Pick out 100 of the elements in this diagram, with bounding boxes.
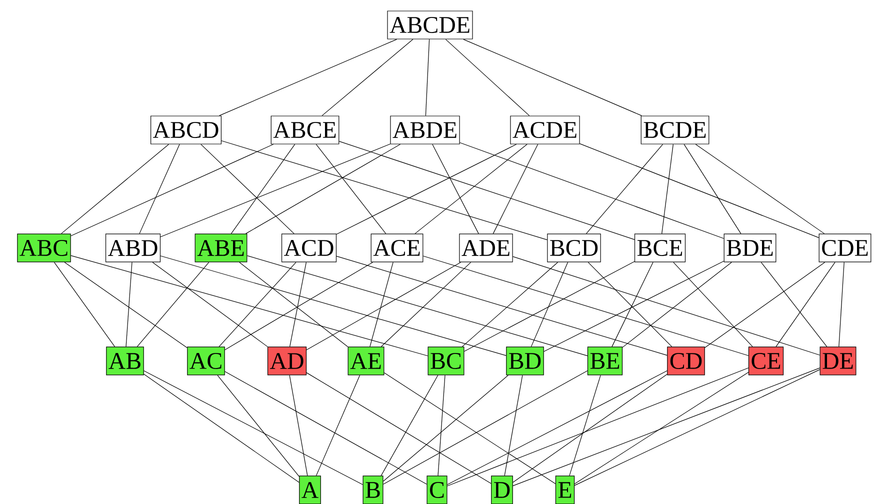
itemset-box: ABD <box>105 234 161 262</box>
connector-line <box>776 262 836 347</box>
connector-line <box>384 372 556 484</box>
connector-line <box>144 370 364 485</box>
itemset-box: ACDE <box>510 116 580 144</box>
connector-line <box>380 262 472 347</box>
connector-line <box>574 369 820 486</box>
connector-line <box>316 374 360 476</box>
itemset-box: BCE <box>634 234 686 262</box>
connector-line <box>217 374 300 477</box>
connector-line <box>200 144 294 234</box>
itemset-box: CD <box>667 346 705 376</box>
itemset-box: A <box>299 476 321 504</box>
connector-line <box>224 371 428 485</box>
itemset-box: AB <box>106 346 144 376</box>
connector-line <box>224 262 374 350</box>
itemset-box: BDE <box>724 234 776 262</box>
connector-line <box>622 262 732 348</box>
connector-line <box>289 374 308 476</box>
connector-line <box>574 372 749 484</box>
itemset-box: ABCE <box>270 116 340 144</box>
itemset-box: ABCDE <box>387 10 473 40</box>
itemset-box: B <box>362 476 384 504</box>
connector-line <box>64 262 188 348</box>
itemset-box: CE <box>748 346 784 376</box>
itemset-box: BCD <box>547 234 601 262</box>
connector-line <box>422 256 749 356</box>
connector-line <box>160 144 390 238</box>
connector-line <box>382 374 508 482</box>
connector-line <box>338 141 635 240</box>
connector-line <box>586 144 664 234</box>
itemset-box: ACE <box>370 234 424 262</box>
connector-line <box>504 374 523 476</box>
itemset-box: ACD <box>281 234 337 262</box>
itemset-box: ABE <box>194 234 248 262</box>
connector-line <box>464 261 635 352</box>
connector-line <box>239 262 348 348</box>
connector-line <box>380 374 438 476</box>
connector-line <box>245 144 401 234</box>
itemset-box: CDE <box>818 234 872 262</box>
connector-line <box>144 374 300 483</box>
connector-line <box>492 144 538 234</box>
connector-line <box>322 39 414 116</box>
connector-line <box>70 255 428 356</box>
connector-line <box>446 368 749 486</box>
connector-line <box>136 262 210 347</box>
connector-line <box>218 39 398 116</box>
connector-line <box>306 262 462 350</box>
itemset-box: AC <box>187 346 225 376</box>
connector-line <box>70 144 274 236</box>
connector-line <box>60 144 170 234</box>
connector-line <box>530 262 568 347</box>
itemset-box: BCDE <box>640 116 710 144</box>
connector-line <box>588 262 672 347</box>
connector-line <box>290 262 307 347</box>
connector-line <box>760 262 828 347</box>
connector-line <box>704 262 826 348</box>
connector-line <box>544 260 724 352</box>
itemset-box: AE <box>348 346 384 376</box>
connector-line <box>512 368 820 486</box>
connector-line <box>230 144 296 234</box>
connector-line <box>221 140 548 240</box>
connector-line <box>673 262 753 347</box>
connector-line <box>139 144 180 234</box>
itemset-box: C <box>426 476 448 504</box>
connector-line <box>246 255 588 356</box>
connector-line <box>54 262 116 347</box>
connector-line <box>382 370 588 485</box>
connector-line <box>512 374 668 483</box>
connector-line <box>152 262 268 347</box>
connector-line <box>336 256 668 356</box>
connector-line <box>336 144 517 235</box>
itemset-box: BC <box>428 346 464 376</box>
connector-line <box>414 144 528 234</box>
connector-line <box>306 372 492 484</box>
connector-line <box>446 370 668 485</box>
connector-line <box>580 143 820 238</box>
connector-line <box>462 262 558 347</box>
connector-line <box>425 39 430 116</box>
connector-line <box>370 262 394 347</box>
itemset-box: ABC <box>17 234 71 262</box>
connector-line <box>612 262 654 347</box>
itemset-box: ABCD <box>150 116 222 144</box>
itemset-box: AD <box>267 346 307 376</box>
itemset-box: E <box>555 476 575 504</box>
connector-line <box>463 39 642 116</box>
itemset-box: ADE <box>459 234 513 262</box>
connector-line <box>218 262 296 347</box>
connector-line <box>126 262 132 347</box>
connector-line <box>460 142 724 239</box>
connector-line <box>662 144 674 234</box>
connector-line <box>432 144 479 234</box>
connector-line <box>160 256 506 356</box>
itemset-box: BD <box>506 346 544 376</box>
itemset-box: BE <box>587 346 623 376</box>
connector-line <box>695 144 825 234</box>
connector-line <box>569 374 601 476</box>
itemset-box: ABDE <box>390 116 460 144</box>
itemset-box: D <box>491 476 513 504</box>
connector-line <box>438 374 446 476</box>
